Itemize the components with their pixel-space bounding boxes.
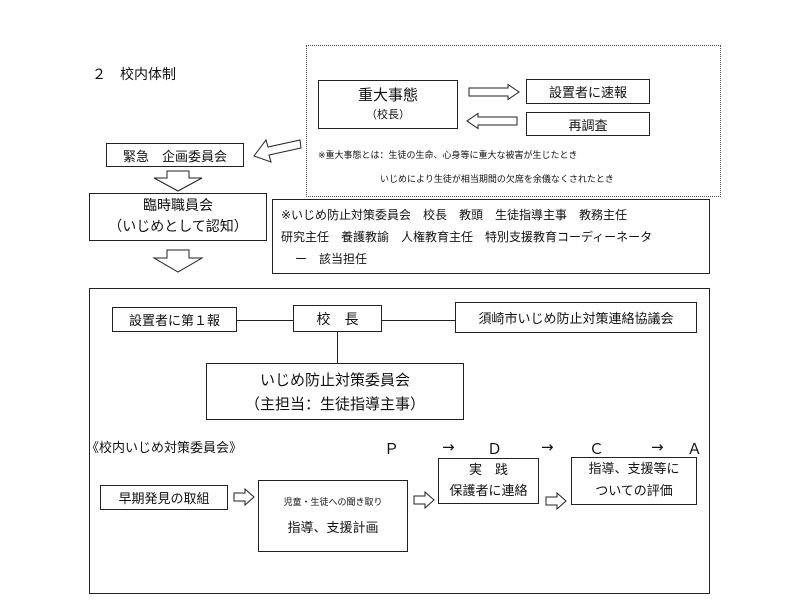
first-report-label: 設置者に第１報 xyxy=(128,314,220,329)
principal-label: 校 長 xyxy=(316,311,359,328)
staff-meeting-line2: （いじめとして認知） xyxy=(108,219,248,235)
council-box: 須崎市いじめ防止対策連絡協議会 xyxy=(455,302,697,333)
section-title: ２ 校内体制 xyxy=(92,67,176,83)
anti-bullying-committee-line2: （主担当：生徒指導主事） xyxy=(244,394,425,413)
guidance-plan-label: 指導、支援計画 xyxy=(287,521,379,536)
connector-principal-council xyxy=(382,320,455,321)
hearing-plan-box: 児童・生徒への聞き取り 指導、支援計画 xyxy=(258,480,408,552)
staff-meeting-line1: 臨時職員会 xyxy=(143,198,213,214)
serious-case-note-2: いじめにより生徒が相当期間の欠席を余儀なくされたとき xyxy=(380,175,614,185)
early-detection-label: 早期発見の取組 xyxy=(118,492,210,507)
anti-bullying-committee-box: いじめ防止対策委員会 （主担当：生徒指導主事） xyxy=(206,363,464,420)
pdca-arrow-1: → xyxy=(442,438,455,456)
committee-members-line2: 研究主任 養護教諭 人権教育主任 特別支援教育コーディーネータ xyxy=(281,230,653,244)
reinvestigation-box: 再調査 xyxy=(526,112,650,136)
connector-first-report-principal xyxy=(237,320,293,321)
pdca-arrow-3: → xyxy=(651,438,664,456)
contact-guardians-label: 保護者に連絡 xyxy=(449,484,528,499)
arrow-to-urgent-committee xyxy=(253,138,302,163)
practice-box: 実 践 保護者に連絡 xyxy=(438,458,539,504)
down-arrow-to-school-system xyxy=(152,249,204,273)
evaluation-line1: 指導、支援等に xyxy=(588,462,680,477)
arrow-to-founder-report xyxy=(468,83,520,101)
serious-case-box: 重大事態 （校長） xyxy=(318,80,458,129)
report-to-founder-label: 設置者に速報 xyxy=(548,86,627,101)
arrow-hearing-to-practice xyxy=(413,490,435,510)
down-arrow-to-staff-meeting xyxy=(153,170,203,192)
serious-case-label: 重大事態 xyxy=(357,85,418,104)
evaluation-line2: ついての評価 xyxy=(595,484,673,499)
connector-principal-committee xyxy=(337,332,338,363)
arrow-practice-to-evaluation xyxy=(545,491,567,511)
hearing-label: 児童・生徒への聞き取り xyxy=(283,498,383,508)
principal-box: 校 長 xyxy=(293,305,382,332)
serious-case-note-1: ※重大事態とは：生徒の生命、心身等に重大な被害が生じたとき xyxy=(318,151,578,161)
evaluation-box: 指導、支援等に ついての評価 xyxy=(571,457,697,505)
school-system-container xyxy=(89,288,710,594)
practice-label: 実 践 xyxy=(468,463,508,478)
pdca-a: Ａ xyxy=(687,440,703,458)
school-committee-heading: 《校内いじめ対策委員会》 xyxy=(86,441,243,456)
pdca-c: Ｃ xyxy=(589,440,605,458)
pdca-p: Ｐ xyxy=(384,440,400,458)
arrow-early-to-hearing xyxy=(233,487,255,507)
first-report-box: 設置者に第１報 xyxy=(112,307,237,332)
serious-case-panel xyxy=(306,45,721,197)
council-label: 須崎市いじめ防止対策連絡協議会 xyxy=(478,312,674,327)
report-to-founder-box: 設置者に速報 xyxy=(526,79,650,104)
reinvestigation-label: 再調査 xyxy=(568,118,608,134)
principal-paren-label: （校長） xyxy=(366,107,410,121)
committee-members-line1: ※いじめ防止対策委員会 校長 教頭 生徒指導主事 教務主任 xyxy=(281,208,628,222)
committee-members-line3: ー 該当担任 xyxy=(295,252,368,266)
arrow-from-reinvestigation xyxy=(466,112,518,130)
committee-members-box: ※いじめ防止対策委員会 校長 教頭 生徒指導主事 教務主任 研究主任 養護教諭 … xyxy=(272,199,710,274)
staff-meeting-box: 臨時職員会 （いじめとして認知） xyxy=(89,193,267,241)
pdca-d: Ｄ xyxy=(487,440,503,458)
anti-bullying-committee-line1: いじめ防止対策委員会 xyxy=(259,370,410,389)
pdca-arrow-2: → xyxy=(541,438,554,456)
urgent-committee-box: 緊急 企画委員会 xyxy=(106,143,244,167)
urgent-committee-label: 緊急 企画委員会 xyxy=(122,149,227,165)
early-detection-box: 早期発見の取組 xyxy=(100,485,228,510)
